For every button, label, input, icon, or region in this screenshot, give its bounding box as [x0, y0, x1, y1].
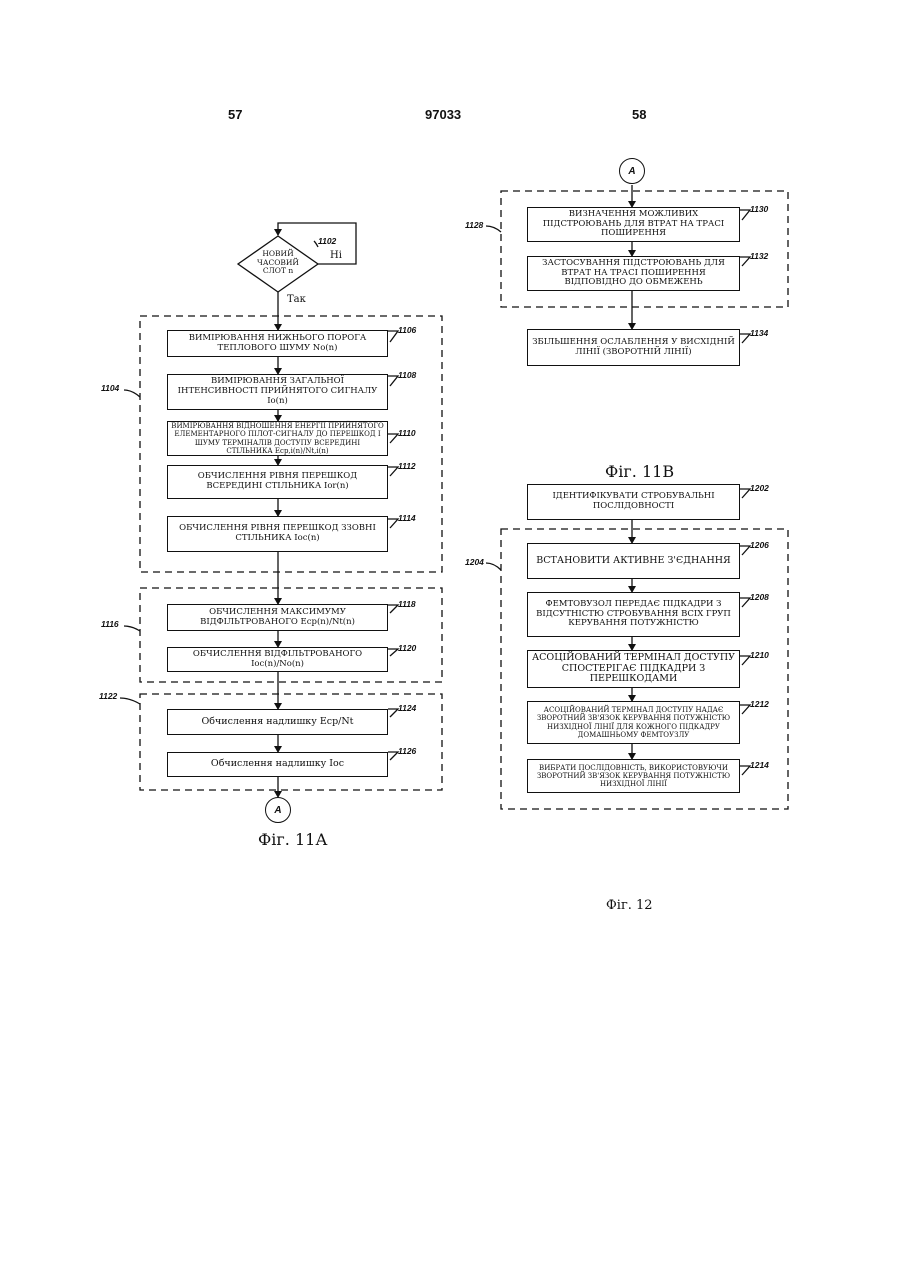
ref-1110: 1110 [398, 428, 416, 438]
step-1108: ВИМІРЮВАННЯ ЗАГАЛЬНОЇ ІНТЕНСИВНОСТІ ПРИЙ… [167, 374, 388, 410]
step-1134: ЗБІЛЬШЕННЯ ОСЛАБЛЕННЯ У ВИСХІДНІЙ ЛІНІЇ … [527, 329, 740, 366]
ref-1132: 1132 [750, 251, 768, 261]
step-1212: АСОЦІЙОВАНИЙ ТЕРМІНАЛ ДОСТУПУ НАДАЄ ЗВОР… [527, 701, 740, 744]
connector-a-out: A [265, 797, 291, 823]
ref-1126: 1126 [398, 746, 416, 756]
ref-1116: 1116 [101, 619, 119, 629]
step-1132: ЗАСТОСУВАННЯ ПІДСТРОЮВАНЬ ДЛЯ ВТРАТ НА Т… [527, 256, 740, 291]
ref-1112: 1112 [398, 461, 416, 471]
step-1124: Обчислення надлишку Ecp/Nt [167, 709, 388, 735]
ref-1122: 1122 [99, 691, 117, 701]
step-1210: АСОЦІЙОВАНИЙ ТЕРМІНАЛ ДОСТУПУ СПОСТЕРІГА… [527, 650, 740, 688]
step-1206: ВСТАНОВИТИ АКТИВНЕ З'ЄДНАННЯ [527, 543, 740, 579]
ref-1128: 1128 [465, 220, 483, 230]
ref-1106: 1106 [398, 325, 416, 335]
yes-label: Так [287, 294, 306, 305]
step-1130: ВИЗНАЧЕННЯ МОЖЛИВИХ ПІДСТРОЮВАНЬ ДЛЯ ВТР… [527, 207, 740, 242]
step-1214: ВИБРАТИ ПОСЛІДОВНІСТЬ, ВИКОРИСТОВУЮЧИ ЗВ… [527, 759, 740, 793]
no-label: Ні [330, 250, 342, 261]
ref-1202: 1202 [750, 483, 769, 493]
step-1202: ІДЕНТИФІКУВАТИ СТРОБУВАЛЬНІ ПОСЛІДОВНОСТ… [527, 484, 740, 520]
step-1126: Обчислення надлишку Ioc [167, 752, 388, 777]
caption-fig-11b: Фіг. 11В [605, 462, 674, 481]
step-1110: ВИМІРЮВАННЯ ВІДНОШЕННЯ ЕНЕРГІЇ ПРИЙНЯТОГ… [167, 421, 388, 456]
ref-1120: 1120 [398, 643, 416, 653]
step-1112: ОБЧИСЛЕННЯ РІВНЯ ПЕРЕШКОД ВСЕРЕДИНІ СТІЛ… [167, 465, 388, 499]
ref-1130: 1130 [750, 204, 768, 214]
step-1208: ФЕМТОВУЗОЛ ПЕРЕДАЄ ПІДКАДРИ З ВІДСУТНІСТ… [527, 592, 740, 637]
ref-1134: 1134 [750, 328, 768, 338]
ref-1210: 1210 [750, 650, 769, 660]
ref-1124: 1124 [398, 703, 416, 713]
step-1118: ОБЧИСЛЕННЯ МАКСИМУМУ ВІДФІЛЬТРОВАНОГО Ec… [167, 604, 388, 631]
ref-1118: 1118 [398, 599, 416, 609]
ref-1204: 1204 [465, 557, 484, 567]
caption-fig-12: Фіг. 12 [606, 898, 653, 913]
step-1120: ОБЧИСЛЕННЯ ВІДФІЛЬТРОВАНОГО Ioc(n)/No(n) [167, 647, 388, 672]
ref-1212: 1212 [750, 699, 769, 709]
ref-1208: 1208 [750, 592, 769, 602]
step-1114: ОБЧИСЛЕННЯ РІВНЯ ПЕРЕШКОД ЗЗОВНІ СТІЛЬНИ… [167, 516, 388, 552]
ref-1114: 1114 [398, 513, 416, 523]
caption-fig-11a: Фіг. 11А [258, 830, 327, 849]
ref-1104: 1104 [101, 383, 119, 393]
decision-new-timeslot: НОВИЙ ЧАСОВИЙ СЛОТ n [252, 250, 304, 276]
ref-1102: 1102 [318, 236, 336, 246]
ref-1108: 1108 [398, 370, 416, 380]
connector-a-in: A [619, 158, 645, 184]
step-1106: ВИМІРЮВАННЯ НИЖНЬОГО ПОРОГА ТЕПЛОВОГО ШУ… [167, 330, 388, 357]
ref-1214: 1214 [750, 760, 769, 770]
ref-1206: 1206 [750, 540, 769, 550]
